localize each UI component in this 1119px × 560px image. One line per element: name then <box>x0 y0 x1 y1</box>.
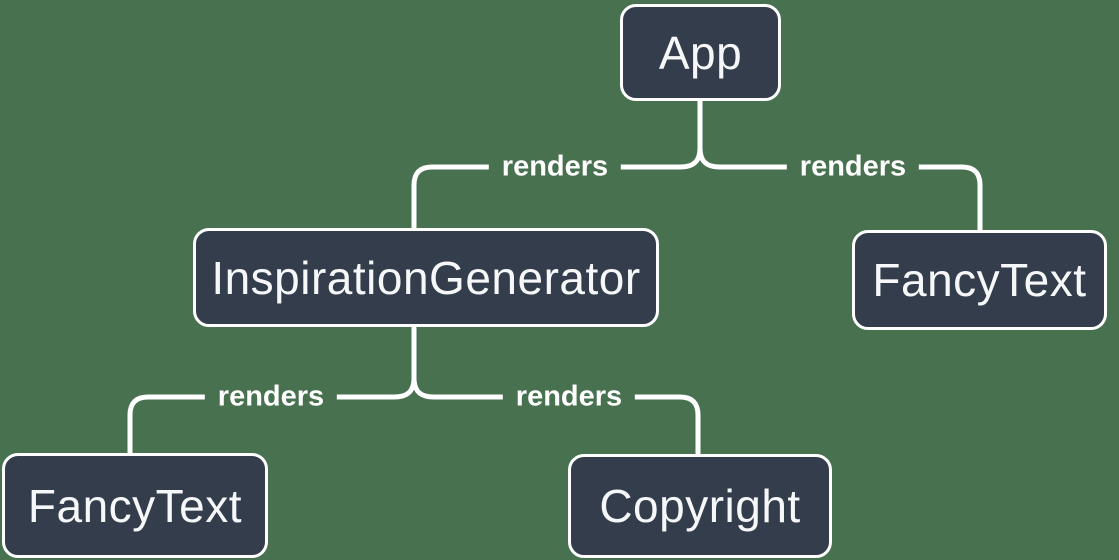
edge-label-renders-app-fancytext: renders <box>786 148 920 186</box>
edge-inspiration-copyright-line <box>411 375 701 458</box>
tree-node-copyright: Copyright <box>568 454 832 558</box>
edge-label-renders-inspiration-fancytext: renders <box>204 378 338 416</box>
tree-node-fancy-text-bottom: FancyText <box>2 453 268 558</box>
edge-app-inspiration-line <box>411 145 703 232</box>
tree-node-fancy-text-top: FancyText <box>852 230 1107 330</box>
tree-node-app: App <box>620 4 781 101</box>
edge-inspiration-fancytext-line <box>127 375 417 457</box>
tree-node-inspiration-generator: InspirationGenerator <box>193 228 659 327</box>
edge-label-renders-app-inspiration: renders <box>488 148 622 186</box>
edge-label-renders-inspiration-copyright: renders <box>502 378 636 416</box>
edge-app-fancytext-line <box>697 145 983 234</box>
